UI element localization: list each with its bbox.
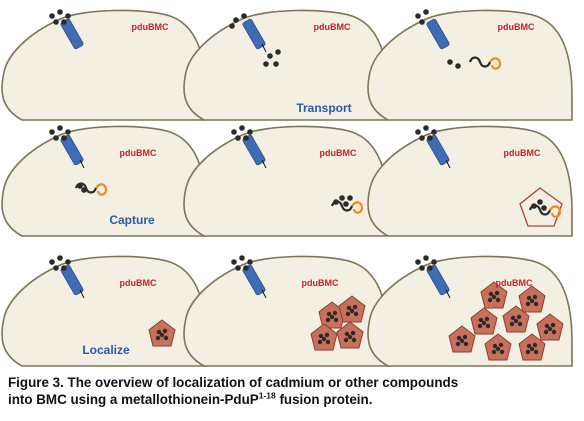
- step-label: Transport: [296, 101, 351, 115]
- panel-4: pduBMC Capture: [1, 125, 207, 237]
- bmc-label: pduBMC: [498, 22, 535, 32]
- bmc-label: pduBMC: [504, 148, 541, 158]
- caption-line-1: Figure 3. The overview of localization o…: [8, 375, 459, 390]
- panel-9: pduBMC: [367, 255, 573, 367]
- step-label: Localize: [82, 343, 130, 357]
- bmc-label: pduBMC: [120, 148, 157, 158]
- panel-2: pduBMC Transport: [183, 9, 389, 121]
- caption-superscript: 1-18: [258, 390, 276, 401]
- bmc-label: pduBMC: [320, 148, 357, 158]
- caption-line-2-end: fusion protein.: [275, 392, 373, 407]
- panel-1: pduBMC: [1, 9, 207, 121]
- bmc-label: pduBMC: [132, 22, 169, 32]
- panel-5: pduBMC: [183, 125, 389, 237]
- bmc-label: pduBMC: [496, 278, 533, 288]
- bmc-label: pduBMC: [302, 278, 339, 288]
- bmc-label: pduBMC: [120, 278, 157, 288]
- figure-caption: Figure 3. The overview of localization o…: [8, 374, 568, 408]
- caption-line-2-text: into BMC using a metallothionein-PduP: [8, 392, 259, 407]
- panel-8: pduBMC: [183, 255, 389, 367]
- bmc-label: pduBMC: [314, 22, 351, 32]
- panel-7: pduBMC Localize: [1, 255, 207, 367]
- caption-line-2: into BMC using a metallothionein-PduP1-1…: [8, 391, 568, 408]
- panel-3: pduBMC: [367, 9, 573, 121]
- panel-6: pduBMC: [367, 125, 573, 237]
- step-label: Capture: [109, 213, 155, 227]
